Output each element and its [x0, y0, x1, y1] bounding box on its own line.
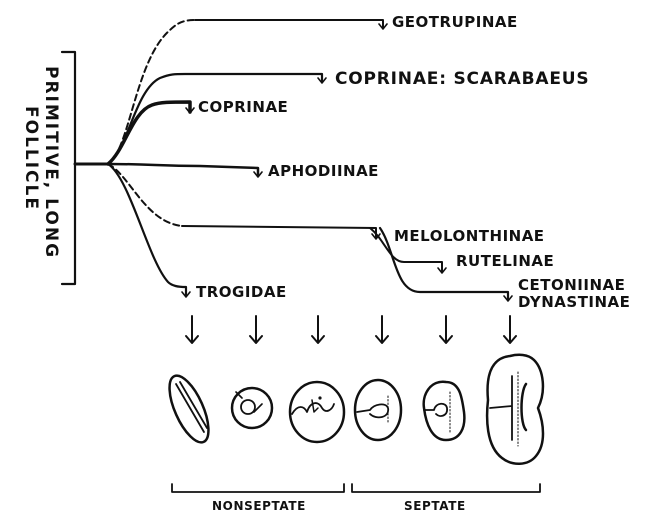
label-aphodiinae: APHODIINAE [268, 162, 379, 180]
follicle-figure-3 [290, 382, 344, 442]
branch-melolonthinae [108, 164, 182, 226]
branch-coprinae-scarabaeus [108, 74, 322, 164]
bracket-nonseptate [172, 484, 344, 492]
bracket-septate [352, 484, 540, 492]
down-arrow-4 [376, 316, 388, 343]
follicle-figure-1 [162, 370, 217, 447]
branch-trogidae [108, 164, 186, 296]
down-arrow-6 [504, 316, 516, 343]
branch-melolonthinae-solid [182, 226, 376, 238]
follicle-figure-6 [487, 355, 543, 464]
label-septate: SEPTATE [404, 499, 466, 513]
label-nonseptate: NONSEPTATE [212, 499, 306, 513]
down-arrow-2 [250, 316, 262, 343]
down-arrow-1 [186, 316, 198, 343]
branch-geotrupinae-solid [195, 20, 383, 28]
down-arrows [186, 316, 516, 343]
root-label-line1: PRIMITIVE, LONG [41, 66, 61, 259]
branch-aphodiinae [108, 164, 258, 176]
follicle-3-dot [318, 396, 321, 399]
taxon-labels: GEOTRUPINAE COPRINAE: SCARABAEUS COPRINA… [196, 13, 630, 311]
label-trogidae: TROGIDAE [196, 283, 287, 301]
follicle-figures [162, 355, 543, 464]
down-arrow-5 [440, 316, 452, 343]
label-rutelinae: RUTELINAE [456, 252, 554, 270]
label-melolonthinae: MELOLONTHINAE [394, 227, 545, 245]
root-label-line2: FOLLICLE [21, 106, 41, 211]
label-geotrupinae: GEOTRUPINAE [392, 13, 518, 31]
branches [108, 20, 508, 300]
follicle-figure-5 [424, 382, 465, 440]
down-arrow-3 [312, 316, 324, 343]
root-node: PRIMITIVE, LONG FOLLICLE [21, 52, 108, 284]
branch-geotrupinae [108, 20, 195, 164]
label-cetoniinae: CETONIINAE [518, 276, 625, 294]
follicle-figure-2 [232, 388, 272, 428]
label-dynastinae: DYNASTINAE [518, 293, 630, 311]
label-coprinae: COPRINAE [198, 98, 288, 116]
group-brackets: NONSEPTATE SEPTATE [172, 484, 540, 513]
label-coprinae-scarabaeus: COPRINAE: SCARABAEUS [335, 69, 589, 89]
root-bracket [62, 52, 75, 284]
branch-coprinae [108, 102, 190, 164]
follicle-figure-4 [355, 380, 401, 440]
